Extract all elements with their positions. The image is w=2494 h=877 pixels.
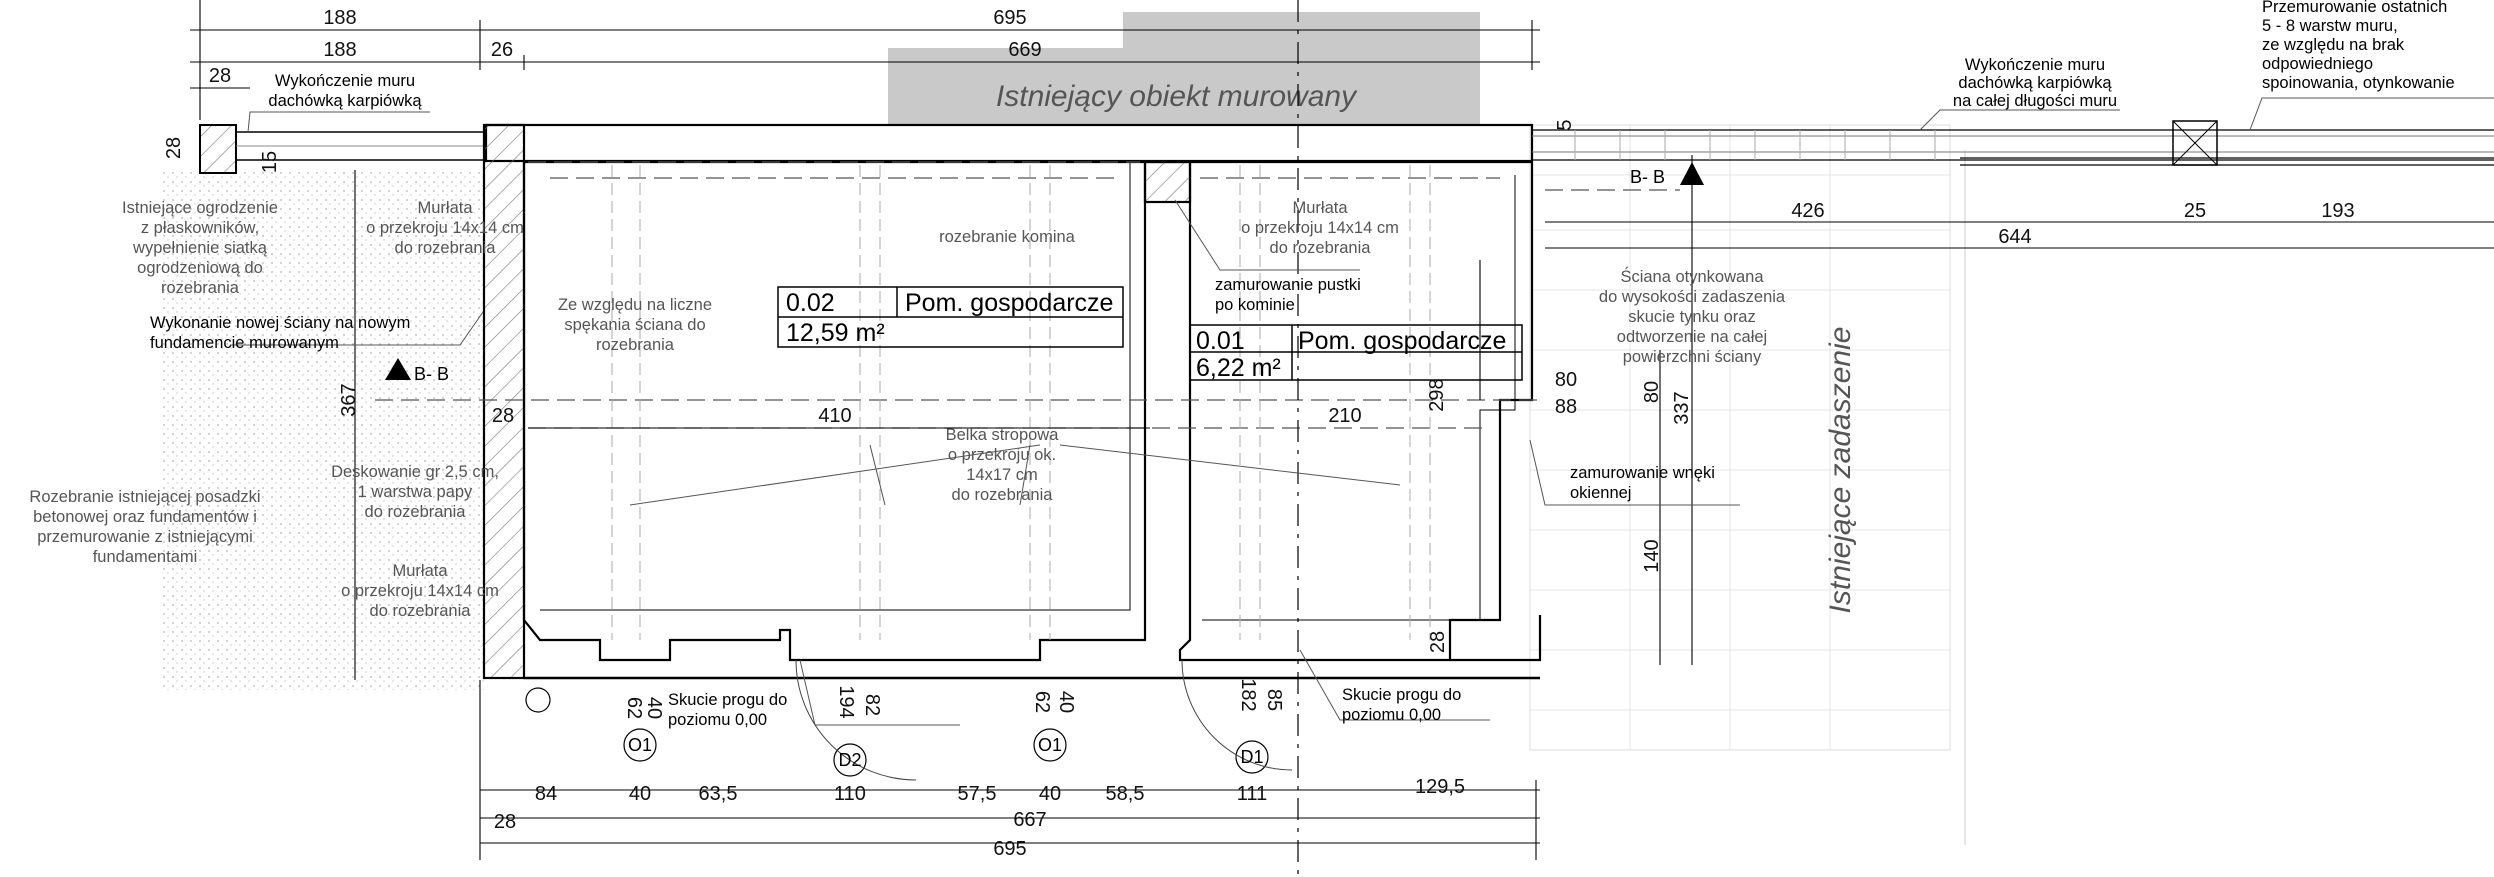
dim-111: 111 <box>1237 783 1267 805</box>
dim-695-bottom: 695 <box>993 838 1026 860</box>
dim-695-top: 695 <box>993 7 1026 29</box>
dim-15: 15 <box>259 151 281 173</box>
dim-88: 88 <box>1555 396 1577 418</box>
leader-lines <box>230 97 2494 726</box>
note-chimney: rozebranie komina <box>939 228 1076 246</box>
dim-298: 298 <box>1426 378 1448 411</box>
dim-25: 25 <box>2184 200 2206 222</box>
top-wall-strip <box>199 120 2494 174</box>
dimension-lines <box>190 0 2494 860</box>
dimension-texts: 188 695 188 26 669 28 28 15 367 28 410 2… <box>163 7 2355 860</box>
dim-193: 193 <box>2321 200 2354 222</box>
existing-building-label: Istniejący obiekt murowany <box>996 80 1358 113</box>
dim-140: 140 <box>1641 539 1663 572</box>
dim-85: 85 <box>1263 689 1285 711</box>
dim-58-5: 58,5 <box>1106 783 1145 805</box>
dim-40a: 40 <box>643 697 665 719</box>
room-tag-002 <box>777 286 1124 348</box>
dim-426: 426 <box>1791 200 1824 222</box>
room-name-001: Pom. gospodarcze <box>1298 327 1506 355</box>
section-mark-left: B- B <box>414 364 449 384</box>
dim-337: 337 <box>1671 391 1693 424</box>
door-swings <box>795 659 1293 781</box>
dim-63-5: 63,5 <box>699 783 738 805</box>
dim-40-b2: 40 <box>1039 783 1061 805</box>
dim-194: 194 <box>835 685 857 718</box>
dim-40b: 40 <box>1055 691 1077 713</box>
section-mark-left-icon <box>385 358 411 380</box>
dim-62a: 62 <box>623 697 645 719</box>
dim-644: 644 <box>1998 226 2031 248</box>
dim-82: 82 <box>861 694 883 716</box>
dim-28-bottom: 28 <box>494 811 516 833</box>
opening-o1-b: O1 <box>1038 735 1062 755</box>
dim-80b: 80 <box>1641 381 1663 403</box>
dim-410: 410 <box>818 405 851 427</box>
dim-28-right: 28 <box>1427 631 1449 653</box>
room-area-001: 6,22 m² <box>1196 354 1281 382</box>
dim-28-in: 28 <box>492 405 514 427</box>
room-name-002: Pom. gospodarcze <box>905 289 1113 317</box>
room-number-001: 0.01 <box>1196 327 1245 355</box>
dim-188a: 188 <box>323 7 356 29</box>
dim-669: 669 <box>1008 39 1041 61</box>
walls <box>482 123 1542 680</box>
dim-129-5: 129,5 <box>1415 776 1465 798</box>
opening-d2: D2 <box>838 750 861 770</box>
dim-62b: 62 <box>1031 691 1053 713</box>
existing-building: Istniejący obiekt murowany <box>888 12 1480 124</box>
dim-57-5: 57,5 <box>958 783 997 805</box>
room-number-002: 0.02 <box>786 289 835 317</box>
section-mark-right-icon <box>1680 162 1704 185</box>
soil-areas <box>160 124 1966 845</box>
dim-182: 182 <box>1237 678 1259 711</box>
dim-5: 5 <box>1554 119 1576 130</box>
dim-40-b1: 40 <box>629 783 651 805</box>
dim-84: 84 <box>535 783 557 805</box>
dim-26: 26 <box>491 39 513 61</box>
section-mark-right: B- B <box>1630 167 1665 187</box>
existing-roof-label: Istniejące zadaszenie <box>1824 327 1857 614</box>
dim-667: 667 <box>1013 809 1046 831</box>
dim-188b: 188 <box>323 39 356 61</box>
dim-28-top: 28 <box>209 65 231 87</box>
dim-367: 367 <box>338 383 360 416</box>
room-area-002: 12,59 m² <box>786 319 885 347</box>
dim-210: 210 <box>1328 405 1361 427</box>
opening-d1: D1 <box>1240 747 1263 767</box>
dim-80a: 80 <box>1555 369 1577 391</box>
room-tag-001 <box>1189 324 1523 381</box>
dashed-columns <box>611 165 1431 640</box>
dim-110: 110 <box>834 783 866 805</box>
dim-28-left: 28 <box>163 137 185 159</box>
opening-o1-a: O1 <box>628 735 652 755</box>
